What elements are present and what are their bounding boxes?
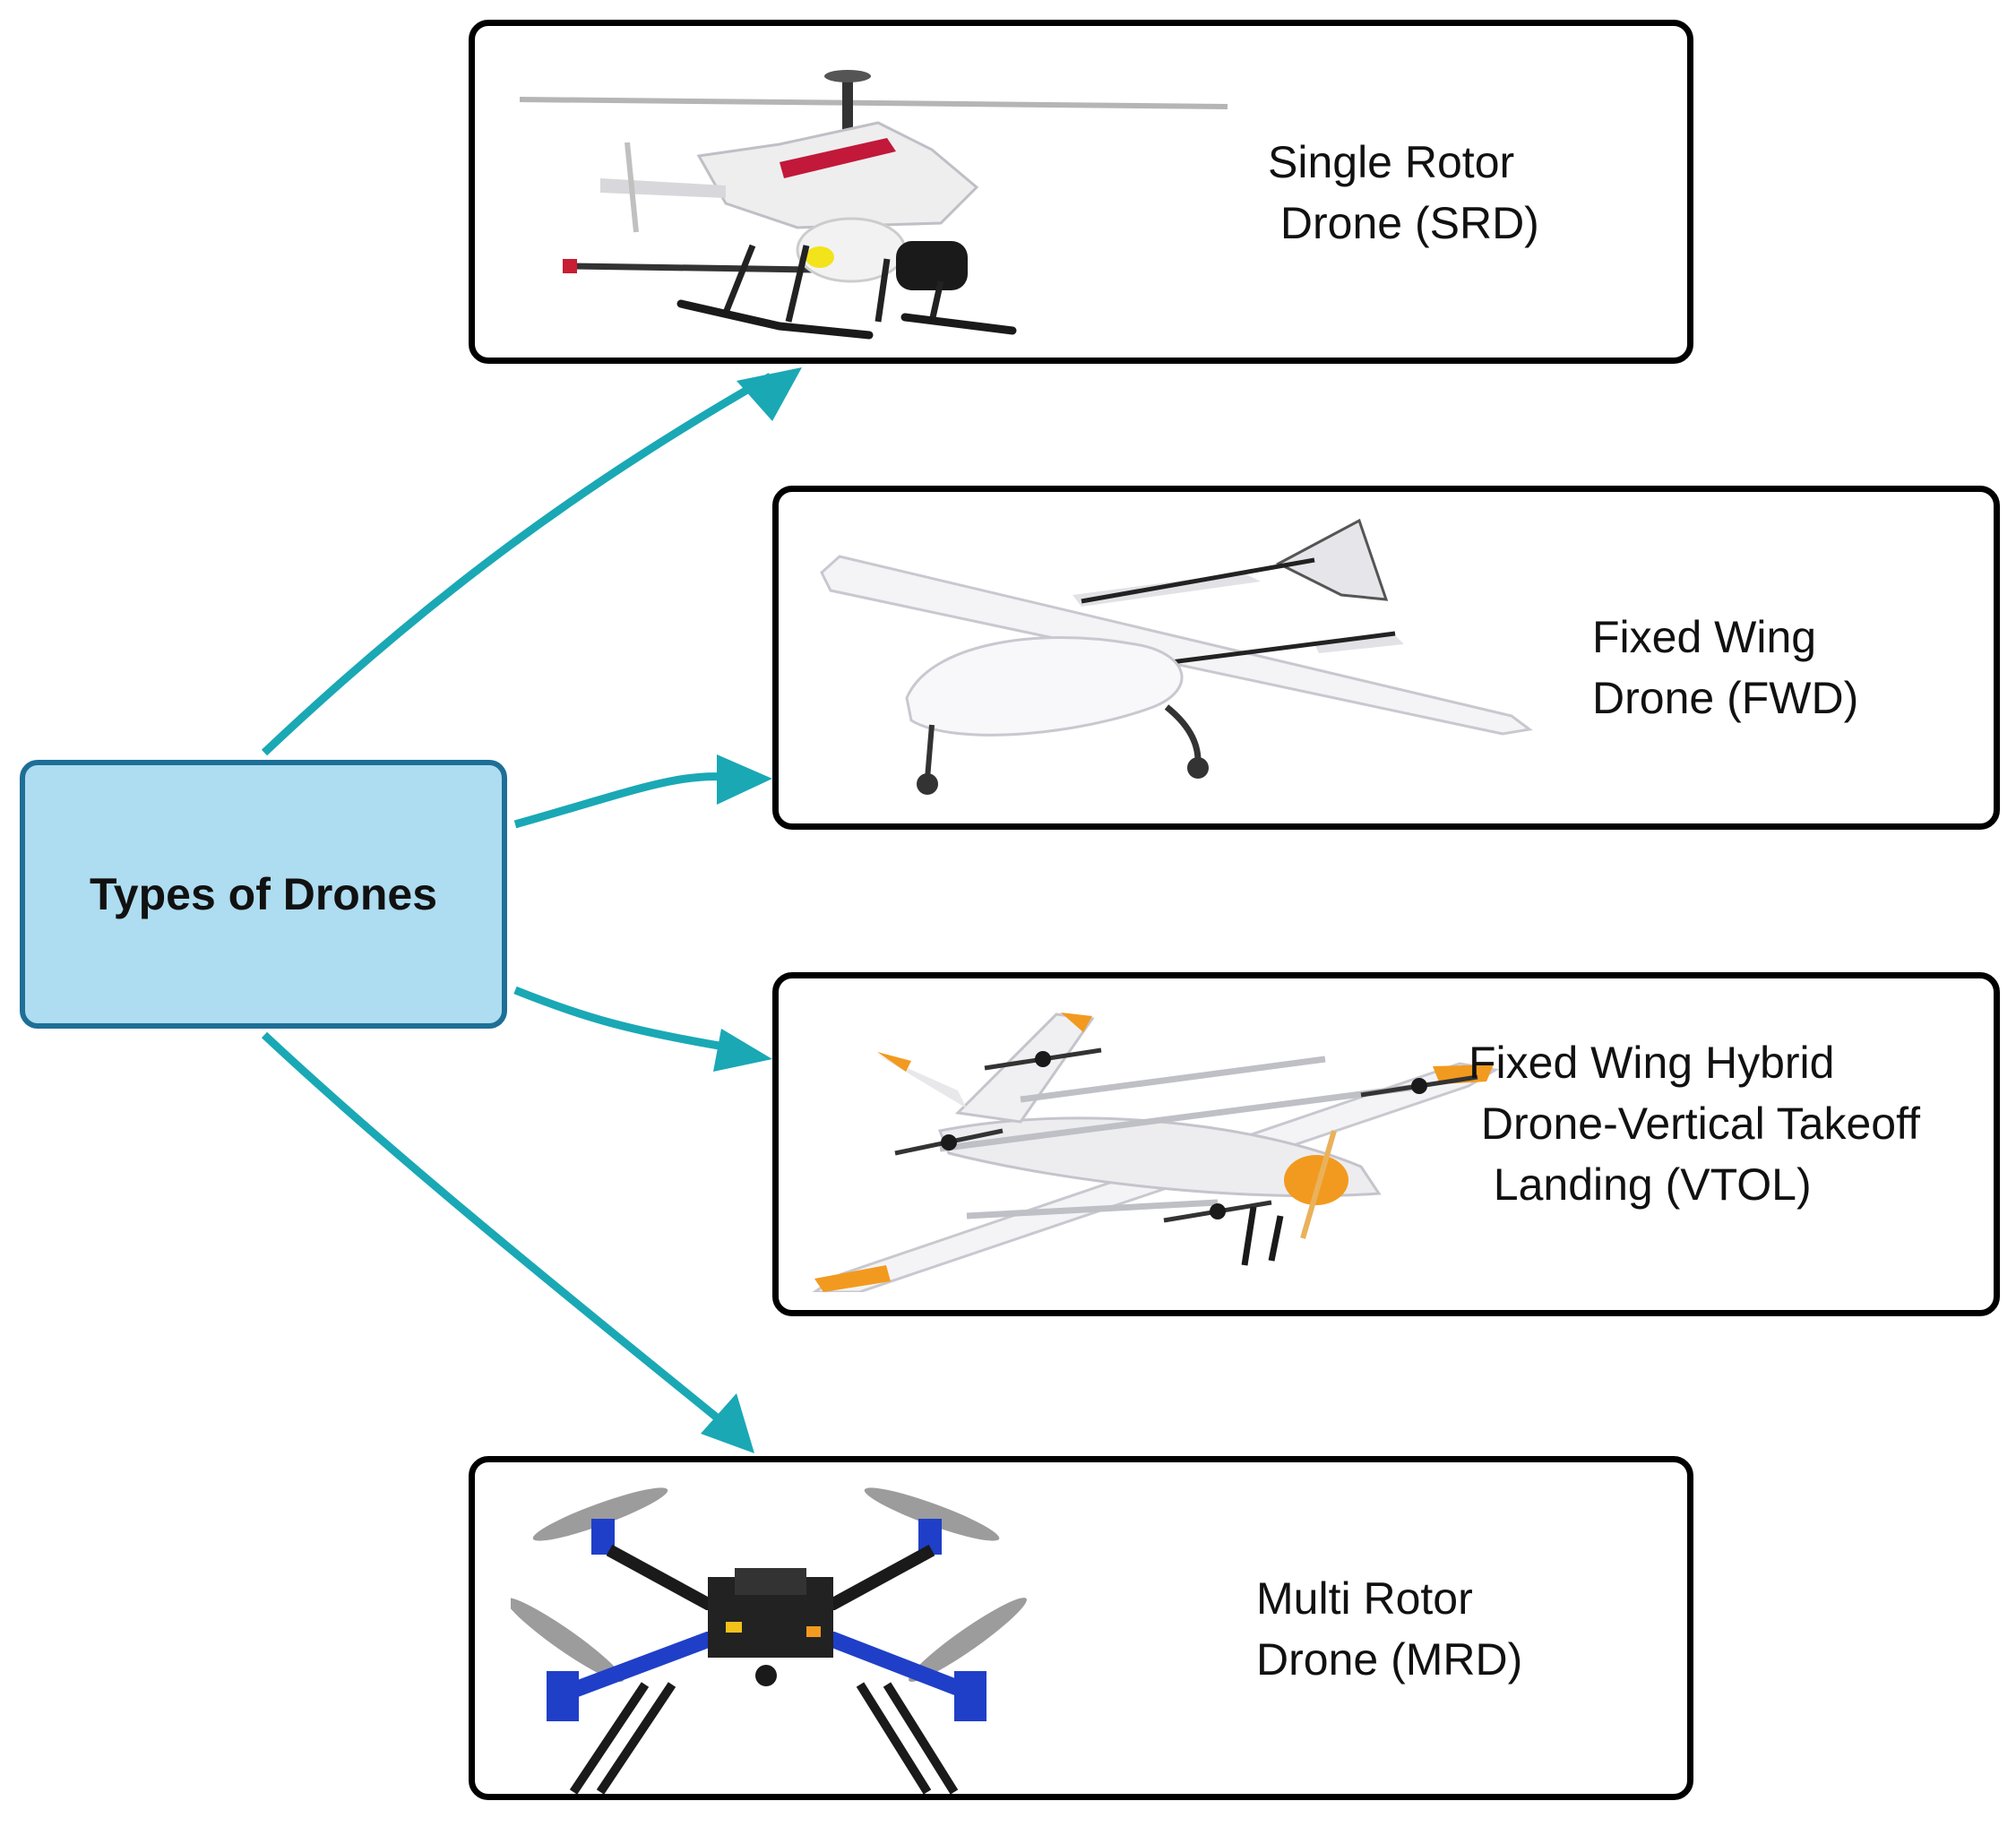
arrowhead-mrd [701, 1393, 754, 1453]
node-vtol: Fixed Wing Hybrid Drone-Vertical Takeoff… [772, 972, 2000, 1316]
fixed-wing-drone-icon [820, 518, 1533, 795]
mrd-propeller-2 [864, 1487, 1000, 1555]
arrow-to-mrd [261, 1031, 719, 1421]
root-node: Types of Drones [20, 760, 507, 1029]
node-srd-line-2: Drone (SRD) [1268, 198, 1539, 248]
arrowhead-vtol [713, 1029, 772, 1072]
node-vtol-line-3: Landing (VTOL) [1469, 1159, 1812, 1210]
node-mrd-line-2: Drone (MRD) [1256, 1634, 1523, 1685]
node-vtol-label: Fixed Wing Hybrid Drone-Vertical Takeoff… [1469, 1032, 1920, 1215]
node-vtol-line-1: Fixed Wing Hybrid [1469, 1038, 1835, 1088]
vtol-drone-icon [812, 1013, 1500, 1292]
vtol-rotor-1 [894, 1128, 1004, 1156]
node-vtol-line-2: Drone-Vertical Takeoff [1469, 1099, 1920, 1149]
node-srd: Single Rotor Drone (SRD) [469, 20, 1693, 364]
arrowhead-srd [737, 367, 802, 421]
node-mrd: Multi Rotor Drone (MRD) [469, 1456, 1693, 1800]
arrow-to-vtol [513, 986, 736, 1053]
helicopter-drone-icon [519, 70, 1228, 340]
arrow-to-srd [261, 373, 773, 756]
node-fwd-line-1: Fixed Wing [1592, 612, 1817, 662]
mrd-propeller-1 [532, 1487, 668, 1555]
mrd-propeller-4 [909, 1598, 1027, 1721]
node-fwd: Fixed Wing Drone (FWD) [772, 486, 2000, 830]
arrowhead-fwd [717, 754, 772, 805]
node-fwd-line-2: Drone (FWD) [1592, 673, 1859, 723]
node-srd-line-1: Single Rotor [1268, 137, 1515, 187]
node-fwd-label: Fixed Wing Drone (FWD) [1592, 607, 1858, 728]
arrow-to-fwd [513, 772, 736, 829]
node-mrd-label: Multi Rotor Drone (MRD) [1256, 1568, 1522, 1690]
mrd-propeller-3 [511, 1598, 624, 1721]
node-mrd-line-1: Multi Rotor [1256, 1573, 1473, 1624]
vtol-rotor-3 [1163, 1200, 1272, 1223]
vtol-rotor-2 [984, 1047, 1102, 1071]
root-label: Types of Drones [89, 869, 438, 919]
vtol-rotor-4 [1360, 1074, 1478, 1098]
quadcopter-drone-icon [511, 1487, 1027, 1795]
node-srd-label: Single Rotor Drone (SRD) [1268, 132, 1539, 254]
